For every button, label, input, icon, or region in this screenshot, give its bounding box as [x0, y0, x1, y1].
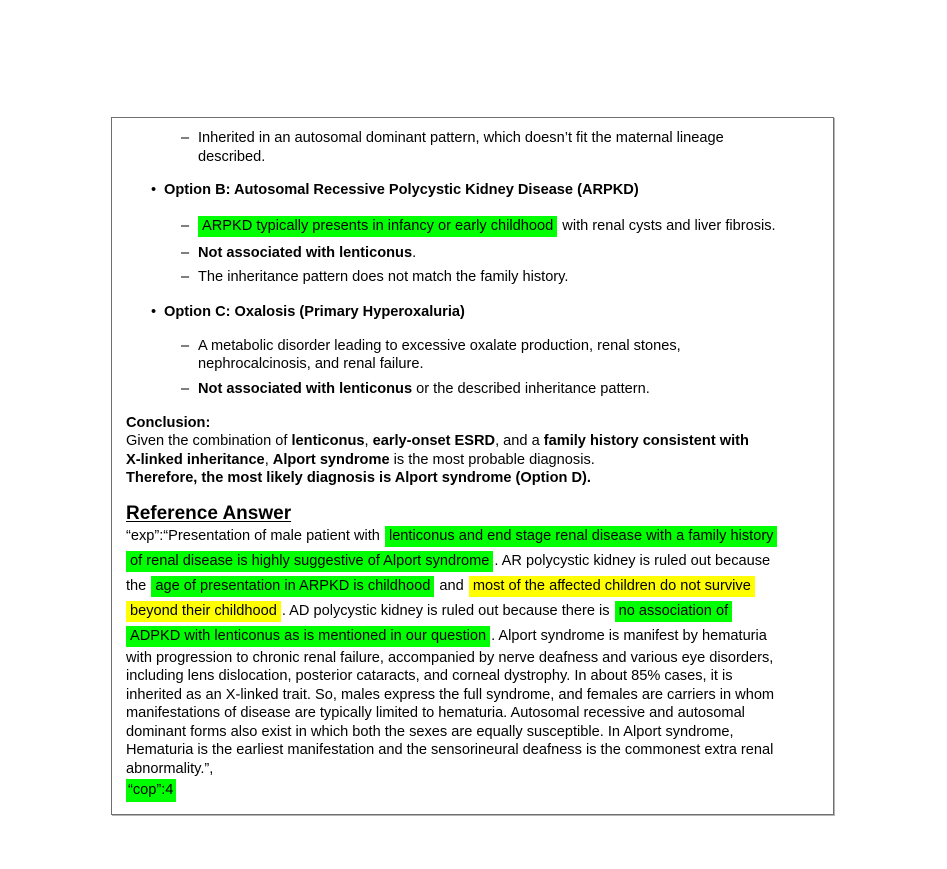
option-b-item-1: ARPKD typically presents in infancy or e… — [197, 216, 776, 237]
option-b-item-2: Not associated with lenticonus. — [198, 245, 417, 261]
reference-line-1: “exp”:“Presentation of male patient with… — [126, 526, 778, 547]
dash-marker: – — [181, 338, 190, 354]
dash-marker: – — [181, 130, 190, 146]
yellow-highlight: most of the affected children do not sur… — [468, 576, 755, 597]
option-b-item-3: The inheritance pattern does not match t… — [198, 269, 569, 285]
reference-answer-heading: Reference Answer — [126, 503, 292, 524]
option-c-item-2: Not associated with lenticonus or the de… — [198, 381, 650, 397]
bullet-marker: • — [151, 182, 157, 198]
reference-plain-line: abnormality.”, — [126, 761, 214, 777]
conclusion-line-2: X-linked inheritance, Alport syndrome is… — [126, 452, 595, 468]
green-highlight: of renal disease is highly suggestive of… — [126, 551, 494, 572]
option-b-title: Option B: Autosomal Recessive Polycystic… — [164, 182, 639, 198]
dash-marker: – — [181, 245, 190, 261]
cop-line: “cop”:4 — [126, 779, 177, 802]
reference-plain-line: inherited as an X-linked trait. So, male… — [126, 687, 775, 703]
option-c-item-1-line-1: A metabolic disorder leading to excessiv… — [198, 338, 681, 354]
reference-line-5: ADPKD with lenticonus as is mentioned in… — [126, 626, 767, 647]
dash-marker: – — [181, 381, 190, 397]
cop-answer-highlight: “cop”:4 — [126, 779, 177, 802]
reference-plain-line: dominant forms also exist in which both … — [126, 724, 734, 740]
green-highlight: lenticonus and end stage renal disease w… — [384, 526, 778, 547]
dash-marker: – — [181, 269, 190, 285]
reference-plain-line: Hematuria is the earliest manifestation … — [126, 742, 774, 758]
green-highlight: ADPKD with lenticonus as is mentioned in… — [126, 626, 491, 647]
reference-line-4: beyond their childhood. AD polycystic ki… — [126, 601, 733, 622]
reference-plain-line: including lens dislocation, posterior ca… — [126, 668, 733, 684]
conclusion-line-1: Given the combination of lenticonus, ear… — [126, 433, 749, 449]
dash-marker: – — [181, 218, 190, 234]
reference-plain-line: manifestations of disease are typically … — [126, 705, 745, 721]
option-c-item-1-line-2: nephrocalcinosis, and renal failure. — [198, 356, 424, 372]
option-c-title: Option C: Oxalosis (Primary Hyperoxaluri… — [164, 304, 465, 320]
yellow-highlight: beyond their childhood — [126, 601, 281, 622]
green-highlight: age of presentation in ARPKD is childhoo… — [151, 576, 435, 597]
document-frame — [111, 117, 834, 815]
reference-line-3: the age of presentation in ARPKD is chil… — [126, 576, 756, 597]
green-highlight: ARPKD typically presents in infancy or e… — [198, 216, 558, 237]
conclusion-heading: Conclusion: — [126, 415, 211, 431]
reference-line-2: of renal disease is highly suggestive of… — [126, 551, 770, 572]
option-a-line-2: described. — [198, 149, 266, 165]
bullet-marker: • — [151, 304, 157, 320]
option-a-line-1: Inherited in an autosomal dominant patte… — [198, 130, 724, 146]
conclusion-line-3: Therefore, the most likely diagnosis is … — [126, 470, 591, 486]
green-highlight: no association of — [614, 601, 733, 622]
reference-plain-line: with progression to chronic renal failur… — [126, 650, 774, 666]
